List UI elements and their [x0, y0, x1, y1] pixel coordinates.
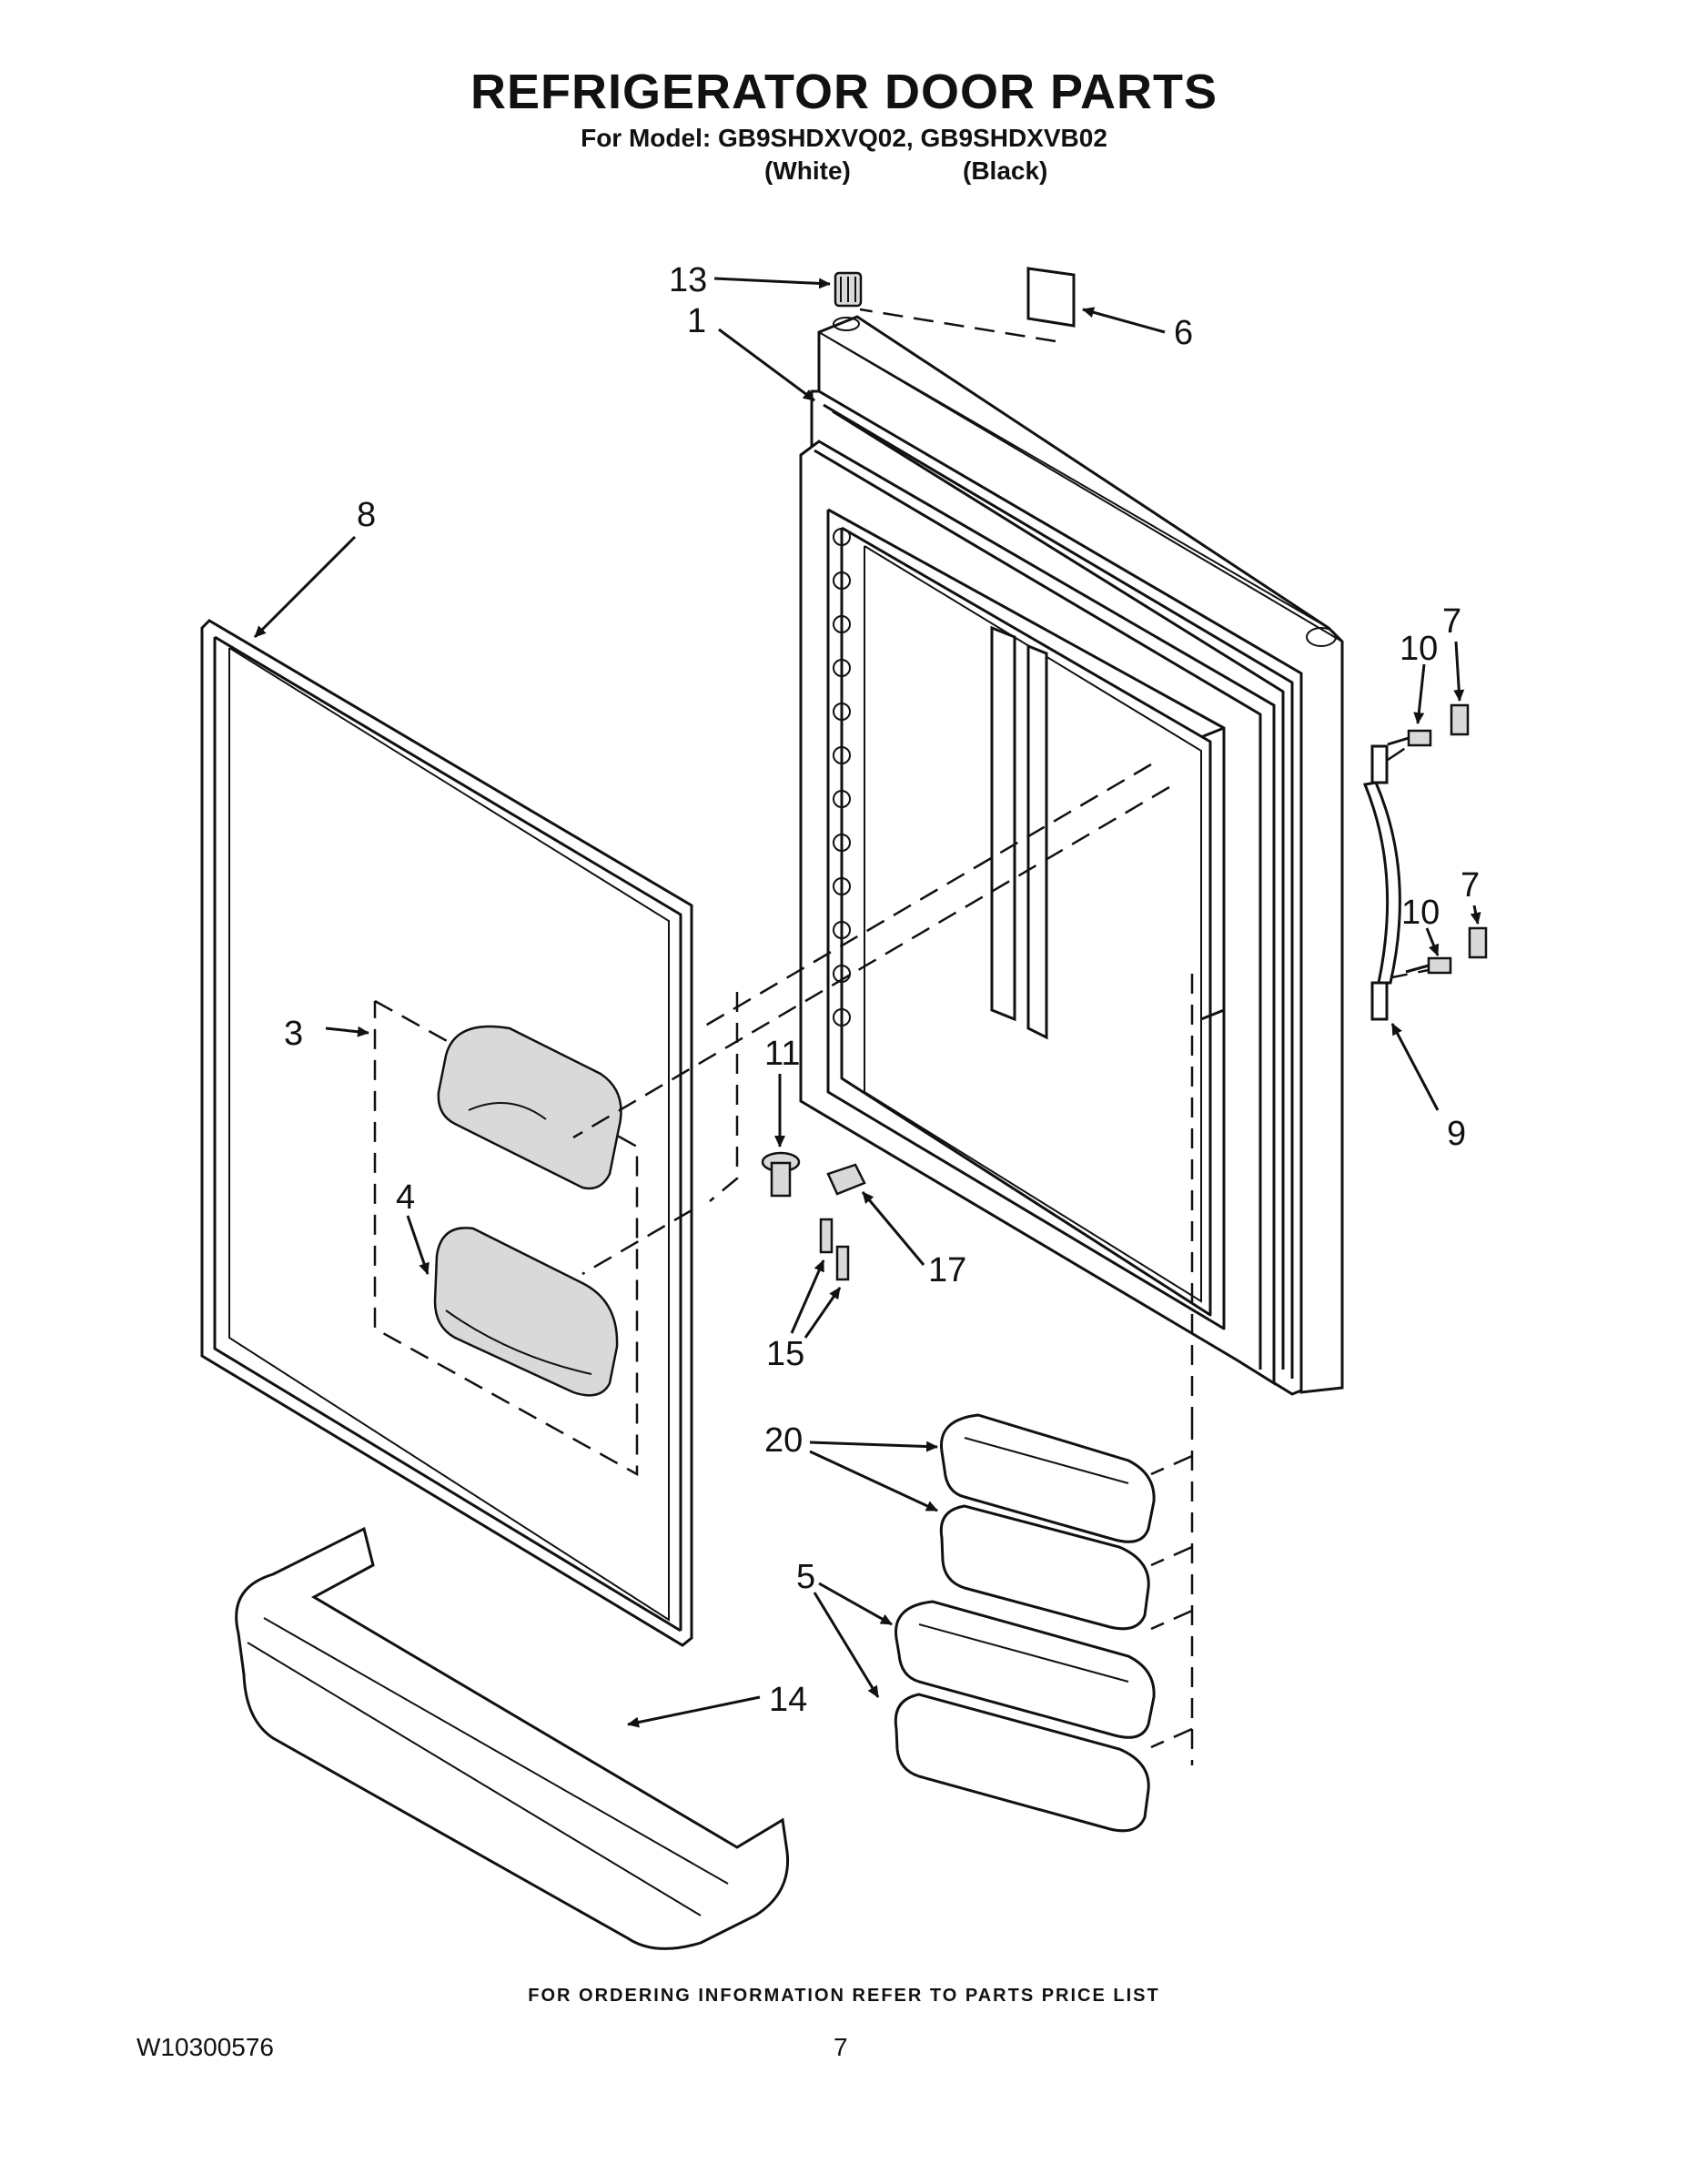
callout-15: 15 — [766, 1335, 804, 1373]
callout-labels: 13 1 6 8 7 10 7 10 9 3 4 11 17 15 20 5 1… — [284, 261, 1480, 1719]
dispenser-tray — [433, 1227, 619, 1397]
door-bin-upper-b — [939, 1504, 1150, 1631]
callout-8: 8 — [357, 496, 376, 534]
page-number: 7 — [834, 2033, 848, 2061]
stop-screw-1 — [819, 1218, 834, 1254]
callout-20: 20 — [764, 1421, 803, 1460]
callout-1: 1 — [687, 302, 706, 340]
door-bin-lower-a — [895, 1600, 1156, 1739]
callout-14: 14 — [769, 1681, 807, 1719]
callout-17: 17 — [928, 1251, 966, 1289]
door-bin-lower-b — [894, 1693, 1150, 1833]
bottom-door-bin — [235, 1526, 790, 1950]
callout-10b: 10 — [1401, 894, 1440, 932]
callout-10a: 10 — [1400, 630, 1438, 668]
shelf-lug-column — [833, 528, 851, 1026]
handle-plug-lower — [1468, 926, 1488, 959]
door-stop-bracket — [826, 1163, 866, 1196]
stop-screw-2 — [835, 1245, 850, 1281]
door-cam — [761, 1151, 801, 1198]
leader-arrows — [253, 277, 1481, 1728]
ordering-note: FOR ORDERING INFORMATION REFER TO PARTS … — [528, 1986, 1160, 2006]
variant-white-label: (White) — [764, 157, 851, 185]
callout-3: 3 — [284, 1015, 303, 1053]
callout-13: 13 — [669, 261, 707, 299]
door-handle — [1362, 744, 1401, 1021]
handle-screw-lower — [1405, 956, 1452, 975]
callout-9: 9 — [1447, 1115, 1466, 1153]
callout-5: 5 — [796, 1558, 815, 1596]
callout-7a: 7 — [1442, 602, 1461, 641]
page-title: REFRIGERATOR DOOR PARTS — [470, 65, 1218, 119]
document-id: W10300576 — [136, 2033, 275, 2061]
dispenser-cover — [437, 1025, 622, 1190]
callout-4: 4 — [396, 1178, 415, 1217]
handle-screw-upper — [1387, 729, 1432, 747]
callout-11: 11 — [764, 1035, 800, 1073]
callout-6: 6 — [1174, 314, 1193, 352]
callout-7b: 7 — [1461, 866, 1480, 905]
hinge-bushing — [834, 271, 863, 308]
projection-lines — [572, 308, 1434, 1765]
model-subtitle: For Model: GB9SHDXVQ02, GB9SHDXVB02 — [581, 124, 1107, 152]
variant-black-label: (Black) — [963, 157, 1048, 185]
door-bin-upper-a — [940, 1413, 1156, 1543]
inner-door-liner — [799, 440, 1276, 1386]
label-sticker — [1026, 267, 1076, 328]
handle-plug-upper — [1450, 703, 1470, 736]
